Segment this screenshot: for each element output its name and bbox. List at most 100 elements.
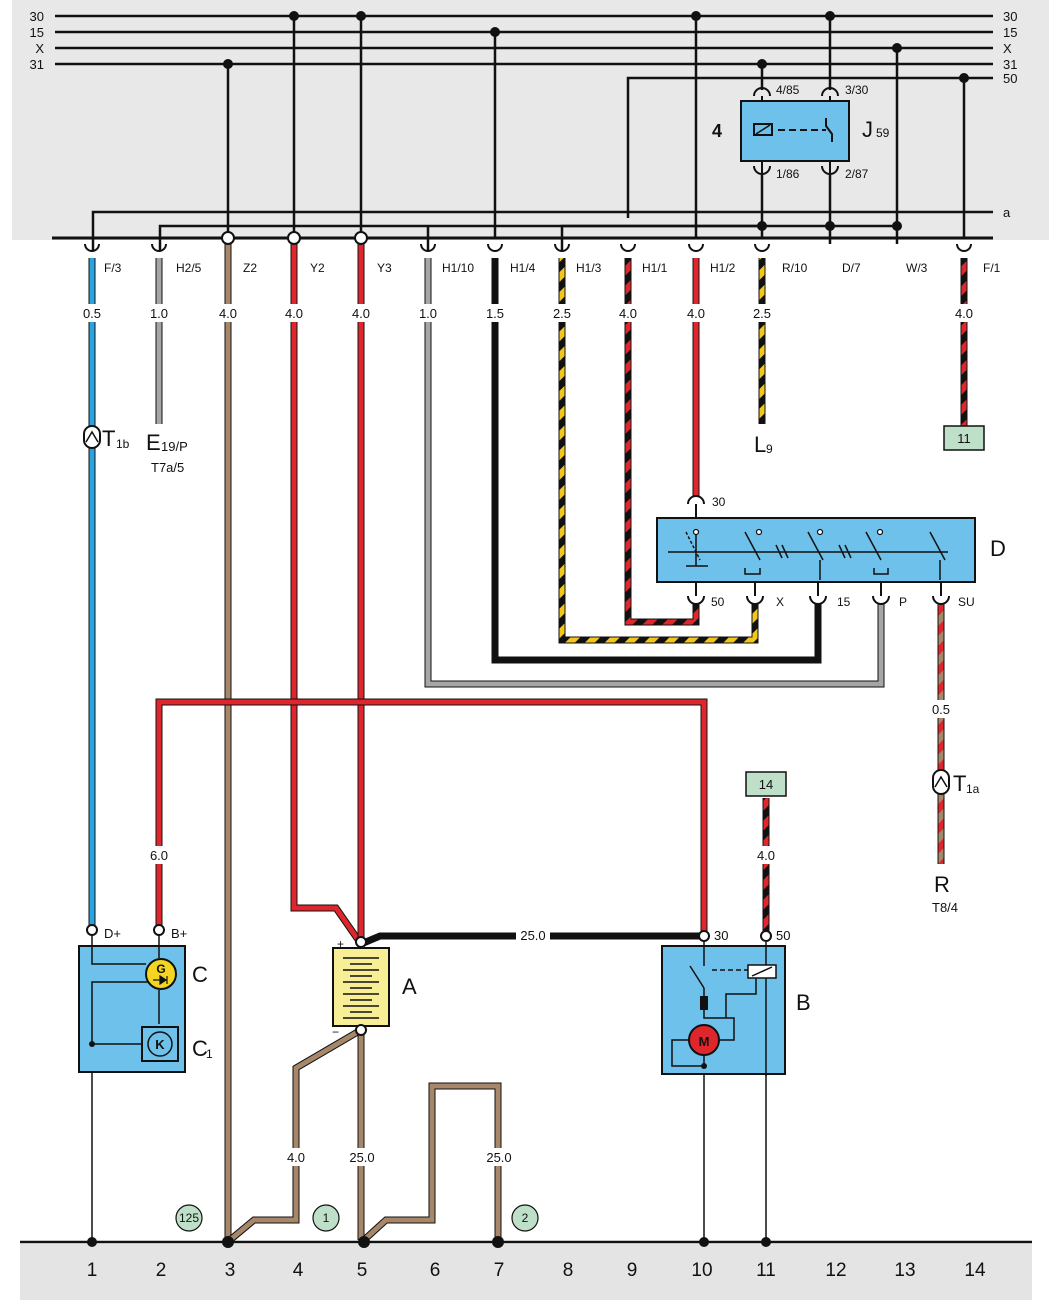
rail-x-label-left: X <box>35 41 44 56</box>
rail-30-label-right: 30 <box>1003 9 1017 24</box>
bus-rails <box>52 14 993 250</box>
column-number: 7 <box>494 1260 505 1281</box>
relay-position-label: 4 <box>712 121 722 141</box>
switch-pin-50: 50 <box>711 595 725 609</box>
t1a-label: T <box>953 771 966 796</box>
wire-size-ground-4: 4.0 <box>287 1150 305 1165</box>
rail-15-label-left: 15 <box>30 25 44 40</box>
motor-letter: M <box>699 1034 710 1049</box>
connector-sockets <box>84 243 972 252</box>
column-number: 4 <box>293 1260 304 1281</box>
alternator-dplus-label: D+ <box>104 926 121 941</box>
wire-size-ground-5: 25.0 <box>349 1150 374 1165</box>
r-connector: T8/4 <box>932 900 958 915</box>
connector-label: H1/2 <box>710 261 736 275</box>
wire-size-starter-50: 4.0 <box>757 848 775 863</box>
relay-pin-2-87: 2/87 <box>845 167 869 181</box>
ground-ref-125: 125 <box>179 1211 199 1225</box>
panel-risers <box>226 16 966 244</box>
column-number: 2 <box>156 1260 167 1281</box>
regulator-name-sub: 1 <box>206 1047 213 1061</box>
connector-label: H1/1 <box>642 261 668 275</box>
rail-x-label-right: X <box>1003 41 1012 56</box>
e19-connector: T7a/5 <box>151 460 184 475</box>
ref-box-11-label: 11 <box>957 431 971 446</box>
regulator-name: C <box>192 1036 208 1061</box>
connector-t1a: T 1a <box>932 769 980 796</box>
column-number: 12 <box>825 1260 846 1281</box>
starter-terminal-50: 50 <box>776 928 790 943</box>
alternator-name: C <box>192 962 208 987</box>
relay-pin-3-30: 3/30 <box>845 83 869 97</box>
t1a-label-sub: 1a <box>966 782 980 796</box>
alternator-c: G K D+ B+ C C 1 <box>78 924 213 1073</box>
rail-50-label-right: 50 <box>1003 71 1017 86</box>
t1b-label-sub: 1b <box>116 437 130 451</box>
connector-label: H2/5 <box>176 261 202 275</box>
connector-label: Y2 <box>310 261 325 275</box>
wire-size-battery-starter: 25.0 <box>520 928 545 943</box>
wire-size-col6: 1.0 <box>419 306 437 321</box>
column-number: 9 <box>627 1260 638 1281</box>
ref-box-14 <box>745 771 787 797</box>
starter-name: B <box>796 990 811 1015</box>
column-number: 5 <box>357 1260 368 1281</box>
connector-label: W/3 <box>906 261 928 275</box>
relay-sockets <box>753 87 839 175</box>
wire-size-col8: 2.5 <box>553 306 571 321</box>
r-label: R <box>934 872 950 897</box>
rail-a-label: a <box>1003 205 1011 220</box>
ground-refs: 125 1 2 <box>175 1204 539 1232</box>
motor-symbol <box>688 1024 720 1056</box>
relay-pin-1-86: 1/86 <box>776 167 800 181</box>
ref-box-11 <box>943 425 985 451</box>
switch-pin-p: P <box>899 595 907 609</box>
connector-label: R/10 <box>782 261 808 275</box>
wire-size-alternator: 6.0 <box>150 848 168 863</box>
connector-label: F/1 <box>983 261 1001 275</box>
starter-b: M 30 50 B <box>661 928 811 1076</box>
wire-size-su: 0.5 <box>932 702 950 717</box>
connector-label: H1/10 <box>442 261 474 275</box>
generator-letter: G <box>156 962 165 976</box>
rail-31-label-right: 31 <box>1003 57 1017 72</box>
wire-size-col5: 4.0 <box>352 306 370 321</box>
wire-size-col9: 4.0 <box>619 306 637 321</box>
connector-label: Y3 <box>377 261 392 275</box>
ignition-switch-d: 30 50 X 15 P <box>656 495 1006 609</box>
column-number: 8 <box>563 1260 574 1281</box>
e19-label-sub: 19/P <box>161 439 188 454</box>
connector-label: Z2 <box>243 261 257 275</box>
column-number: 11 <box>756 1260 776 1281</box>
wire-size-col1: 0.5 <box>83 306 101 321</box>
connector-label: D/7 <box>842 261 861 275</box>
wire-size-labels: 0.5 1.0 4.0 4.0 4.0 1.0 1.5 2.5 4.0 4.0 … <box>80 304 976 1166</box>
column-number: 3 <box>225 1260 236 1281</box>
column-number: 10 <box>691 1260 712 1281</box>
wire-size-col3: 4.0 <box>219 306 237 321</box>
battery-plus: + <box>337 937 344 951</box>
wires <box>88 244 968 1243</box>
wire-size-col7: 1.5 <box>486 306 504 321</box>
battery-minus: − <box>332 1025 339 1039</box>
switch-pin-x: X <box>776 595 784 609</box>
ground-dots <box>87 1236 771 1248</box>
rail-junction-dots <box>223 11 969 231</box>
column-number: 1 <box>87 1260 98 1281</box>
column-number: 13 <box>894 1260 915 1281</box>
relay-j59: 4 J 59 4/85 3/30 1/86 2/87 <box>712 83 890 181</box>
rail-labels: 30 15 X 31 30 15 X 31 50 a <box>30 9 1018 220</box>
connector-terminals <box>221 231 368 245</box>
terminal-refs: T 1b E 19/P T7a/5 L 9 11 14 T 1a R T8/4 <box>83 425 985 915</box>
relay-pin-4-85: 4/85 <box>776 83 800 97</box>
ground-ref-2: 2 <box>522 1211 529 1225</box>
ground-ref-1: 1 <box>323 1211 330 1225</box>
battery-name: A <box>402 974 417 999</box>
wire-size-ground-7: 25.0 <box>486 1150 511 1165</box>
wire-size-col14: 4.0 <box>955 306 973 321</box>
l9-label-sub: 9 <box>766 442 773 456</box>
wire-size-col2: 1.0 <box>150 306 168 321</box>
alternator-bplus-label: B+ <box>171 926 187 941</box>
